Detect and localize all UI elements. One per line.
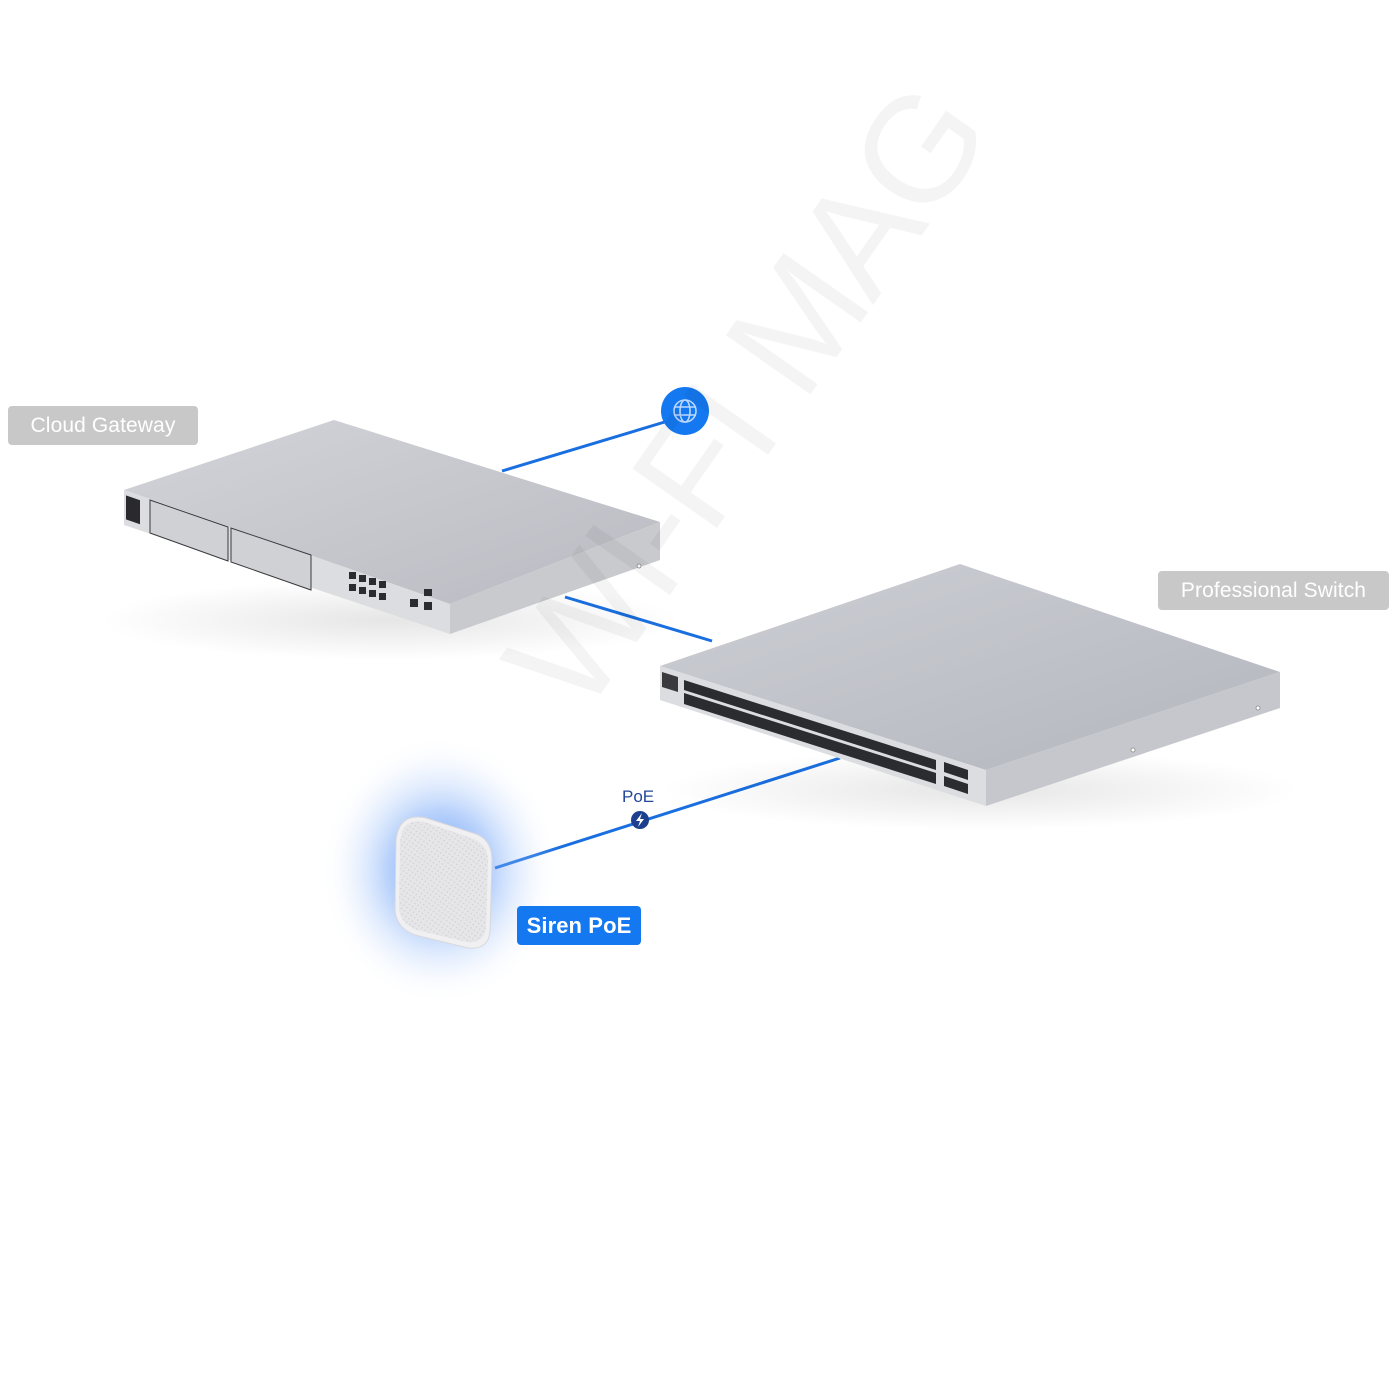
professional-switch-label: Professional Switch	[1158, 571, 1389, 610]
globe-icon	[673, 399, 697, 423]
drive-bay-2	[230, 527, 312, 591]
poe-connection-label: PoE	[622, 787, 655, 806]
cloud-gateway-label: Cloud Gateway	[8, 406, 198, 445]
cloud-gateway-device[interactable]	[124, 420, 660, 634]
siren-poe-label: Siren PoE	[517, 906, 641, 945]
switch-sfp-ports	[944, 762, 968, 794]
gateway-rj45-ports	[349, 572, 432, 610]
drive-bay-1	[149, 499, 229, 562]
switch-console-port	[662, 672, 678, 692]
professional-switch-device[interactable]	[660, 564, 1280, 806]
lightning-bolt-icon	[636, 813, 644, 827]
connection-gateway-internet	[501, 419, 669, 473]
internet-node[interactable]	[661, 387, 709, 435]
poe-badge	[631, 811, 649, 829]
siren-poe-device[interactable]	[320, 735, 560, 1005]
switch-rj45-ports	[684, 680, 936, 784]
